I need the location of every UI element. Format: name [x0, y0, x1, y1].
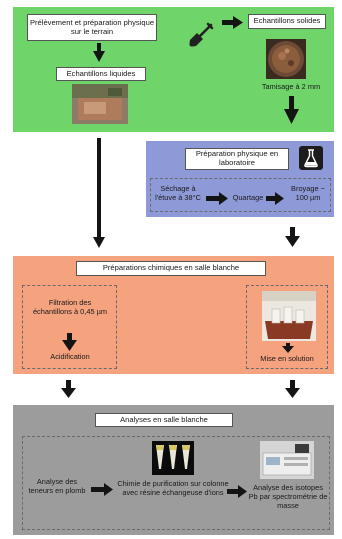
solid-samples-label: Echantillons solides: [253, 16, 321, 26]
dissolution-frame: [246, 285, 328, 369]
isotopes-label: Analyse des isotopes Pb par spectrométri…: [248, 483, 328, 510]
lead-content-label: Analyse des teneurs en plomb: [28, 477, 86, 495]
acidification-label: Acidification: [50, 352, 90, 361]
drying-label: Séchage à l'étuve à 38°C: [155, 184, 201, 202]
chem-title-box: Préparations chimiques en salle blanche: [76, 261, 266, 276]
sieving-label: Tamisage à 2 mm: [261, 82, 321, 91]
liquid-sample-photo: [72, 84, 128, 124]
shovel-icon: [188, 22, 214, 48]
arrow-quartering-to-grinding: [266, 192, 284, 205]
field-title-box: Prélèvement et préparation physique sur …: [27, 14, 157, 41]
lab-steps-frame: [150, 178, 331, 212]
arrow-lab-to-chem: [285, 227, 300, 247]
filtration-label: Filtration des échantillons à 0,45 µm: [32, 298, 108, 316]
lab-title: Préparation physique en laboratoire: [195, 149, 279, 167]
analysis-title: Analyses en salle blanche: [120, 414, 208, 424]
lab-title-box: Préparation physique en laboratoire: [185, 148, 289, 170]
arrow-sieving-down: [284, 96, 299, 124]
flask-icon: [299, 146, 323, 170]
arrow-purification-to-isotopes: [227, 485, 247, 498]
solid-sample-photo: [266, 39, 306, 79]
arrow-liquid-to-chem: [93, 138, 105, 248]
arrow-chem-to-analysis-right: [285, 380, 300, 398]
analysis-title-box: Analyses en salle blanche: [95, 413, 233, 427]
arrow-lead-to-purification: [91, 483, 113, 496]
arrow-shovel-to-solid: [222, 16, 243, 29]
quartering-label: Quartage: [232, 193, 264, 202]
arrow-chem-to-analysis-left: [61, 380, 76, 398]
arrow-drying-to-quartering: [206, 192, 228, 205]
grinding-label: Broyage ~ 100 µm: [291, 184, 325, 202]
liquid-samples-label: Echantillons liquides: [66, 68, 136, 78]
analysis-steps-frame: [22, 436, 330, 530]
liquid-samples-box: Echantillons liquides: [56, 67, 146, 81]
chem-title: Préparations chimiques en salle blanche: [102, 263, 240, 273]
purification-label: Chimie de purification sur colonne avec …: [117, 479, 229, 497]
field-title: Prélèvement et préparation physique sur …: [29, 17, 155, 36]
arrow-title-to-liquid: [93, 43, 105, 62]
solid-samples-box: Echantillons solides: [248, 14, 326, 29]
mass-spectrometer-photo: [260, 441, 314, 479]
dissolution-label: Mise en solution: [260, 354, 314, 363]
dissolution-photo: [262, 291, 316, 341]
filtration-frame: [22, 285, 117, 369]
arrow-filtration-to-acidification: [62, 333, 77, 351]
purification-columns-photo: [152, 441, 194, 475]
arrow-dissolution-down: [282, 343, 294, 353]
